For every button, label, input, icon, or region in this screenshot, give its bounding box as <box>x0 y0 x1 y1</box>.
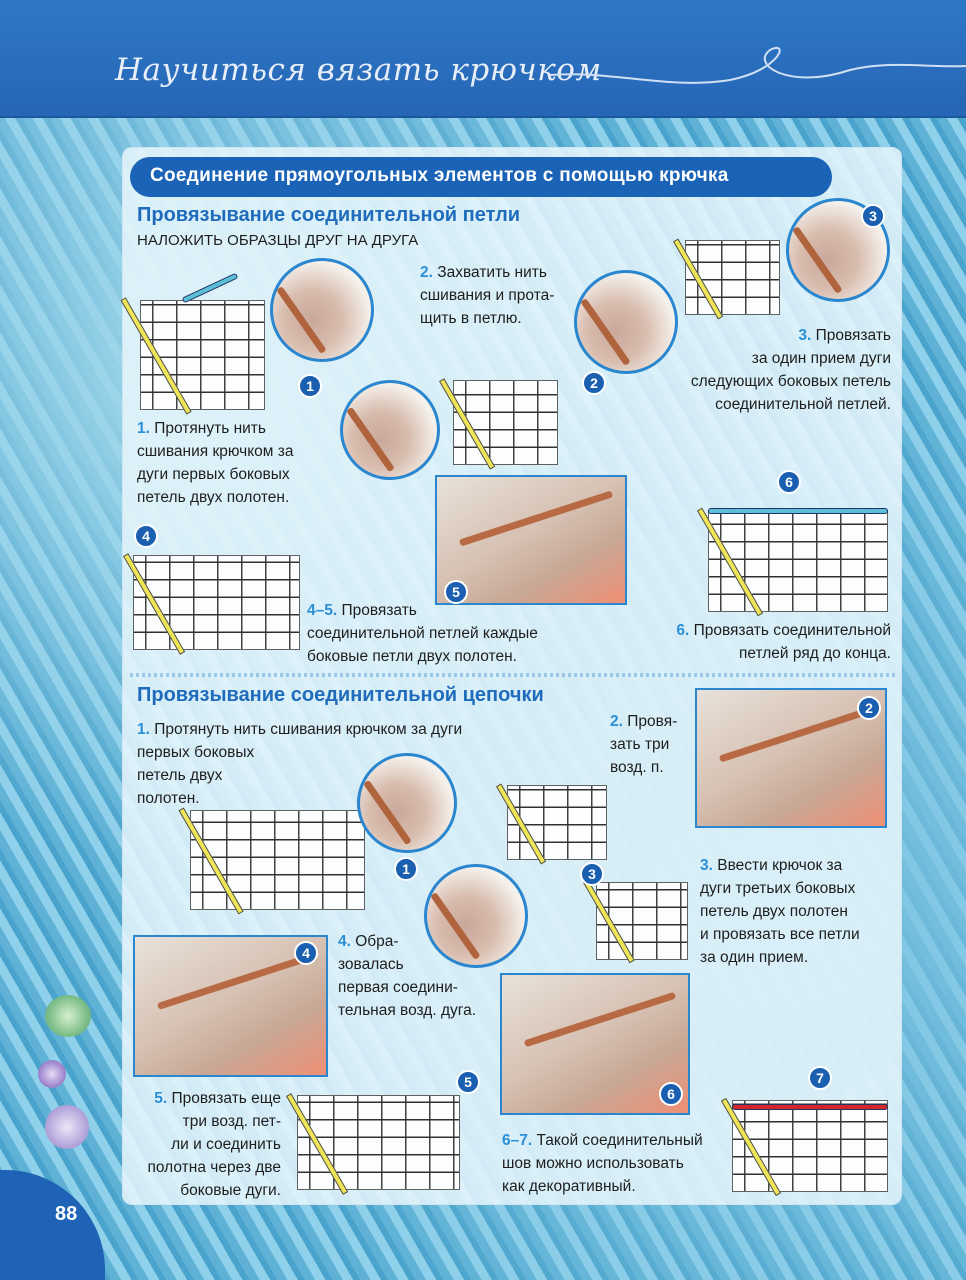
magnified-photo <box>574 270 678 374</box>
knit-diagram-step2 <box>453 380 558 465</box>
step-badge: 6 <box>777 470 801 494</box>
step-badge: 3 <box>580 862 604 886</box>
knit-diagram-chain-1 <box>190 810 365 910</box>
chain-step-2-instruction: 2. Провя- зать три возд. п. <box>610 713 678 776</box>
section-title-chain-seam: Провязывание соединительной цепочки <box>137 684 544 706</box>
knit-diagram-step1 <box>140 300 265 410</box>
magnified-photo <box>270 258 374 362</box>
step-badge: 5 <box>456 1070 480 1094</box>
crochet-flower-icon <box>45 1105 89 1149</box>
photo-chain-step4 <box>133 935 328 1077</box>
magnified-photo <box>340 380 440 480</box>
step-badge: 1 <box>394 857 418 881</box>
section-title-slip-stitch: Провязывание соединительной петли <box>137 204 521 226</box>
chain-step-1-instruction: 1. Протянуть нить сшивания крючком за ду… <box>137 721 463 807</box>
crochet-flower-icon <box>45 995 91 1037</box>
section-divider <box>130 673 895 677</box>
magnified-photo <box>424 864 528 968</box>
chain-step-6-7-instruction: 6–7. Такой соединительный шов можно испо… <box>502 1132 703 1195</box>
step-badge: 1 <box>298 374 322 398</box>
knit-diagram-step3 <box>685 240 780 315</box>
step-badge: 3 <box>861 204 885 228</box>
chain-step-5-instruction: 5. Провязать еще три возд. пет- ли и сое… <box>147 1090 282 1199</box>
knit-diagram-step6 <box>708 510 888 612</box>
step-1-instruction: 1. Протянуть нить сшивания крючком за ду… <box>137 420 294 506</box>
yarn-illustration <box>708 508 888 514</box>
magnified-photo <box>357 753 457 853</box>
knit-diagram-chain-3 <box>596 882 688 960</box>
photo-chain-step6 <box>500 973 690 1115</box>
page-corner <box>0 1170 105 1280</box>
thread-ornament-icon <box>550 47 966 84</box>
page-number: 88 <box>55 1203 78 1225</box>
step-badge: 2 <box>857 696 881 720</box>
page-banner-title: Соединение прямоугольных элементов с пом… <box>130 157 832 197</box>
chain-step-4-instruction: 4. Обра- зовалась первая соедини- тельна… <box>338 933 476 1019</box>
step-3-instruction: 3. Провязать за один прием дуги следующи… <box>690 327 891 413</box>
knit-diagram-step4 <box>133 555 300 650</box>
chapter-header: Научиться вязать крючком <box>0 0 966 118</box>
knit-diagram-chain-2 <box>507 785 607 860</box>
step-badge: 4 <box>294 941 318 965</box>
knit-diagram-chain-7 <box>732 1100 888 1192</box>
section-subtitle: НАЛОЖИТЬ ОБРАЗЦЫ ДРУГ НА ДРУГА <box>137 232 419 249</box>
step-badge: 7 <box>808 1066 832 1090</box>
step-badge: 6 <box>659 1082 683 1106</box>
step-badge: 5 <box>444 580 468 604</box>
step-4-5-instruction: 4–5. Провязать соединительной петлей каж… <box>307 602 538 665</box>
chain-stitch-illustration <box>732 1104 888 1110</box>
step-6-instruction: 6. Провязать соединительной петлей ряд д… <box>676 622 891 662</box>
step-badge: 4 <box>134 524 158 548</box>
step-2-instruction: 2. Захватить нить сшивания и прота- щить… <box>420 264 555 327</box>
crochet-flower-icon <box>38 1060 66 1088</box>
step-badge: 2 <box>582 371 606 395</box>
photo-step5 <box>435 475 627 605</box>
knit-diagram-chain-5 <box>297 1095 460 1190</box>
chain-step-3-instruction: 3. Ввести крючок за дуги третьих боковых… <box>700 857 860 966</box>
chapter-title: Научиться вязать крючком <box>115 52 602 88</box>
photo-chain-step2 <box>695 688 887 828</box>
